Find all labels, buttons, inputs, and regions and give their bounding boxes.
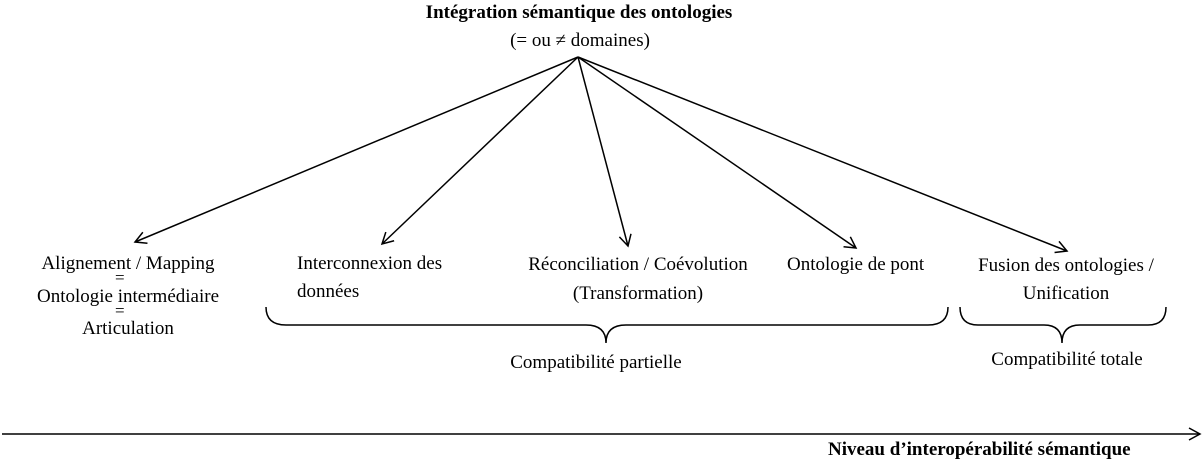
arrow-to-interconnexion — [380, 56, 579, 246]
group-label-partielle: Compatibilité partielle — [510, 352, 682, 373]
arrow-to-alignement — [133, 56, 579, 245]
node-reconciliation-line1: Réconciliation / Coévolution — [528, 254, 748, 275]
node-alignement-line1: Alignement / Mapping — [41, 253, 215, 274]
brace-totale — [959, 306, 1167, 344]
equals-sign-1: = — [115, 268, 125, 287]
node-reconciliation-line2: (Transformation) — [572, 283, 704, 304]
equals-sign-2: = — [115, 301, 125, 320]
arrow-to-fusion — [577, 56, 1069, 254]
node-fusion-line2: Unification — [1022, 283, 1110, 304]
root-subtitle: (= ou ≠ domaines) — [510, 30, 650, 51]
root-title: Intégration sémantique des ontologies — [425, 2, 733, 23]
node-interconnexion-line2: données — [297, 281, 360, 302]
node-ontologie-de-pont: Ontologie de pont — [787, 254, 925, 275]
group-label-totale: Compatibilité totale — [991, 349, 1143, 370]
arrow-to-reconciliation — [577, 56, 632, 248]
node-alignement-line3: Articulation — [82, 318, 174, 339]
node-alignement-line2: Ontologie intermédiaire — [36, 286, 220, 307]
axis-label: Niveau d’interopérabilité sémantique — [828, 439, 1131, 460]
node-interconnexion-line1: Interconnexion des — [297, 253, 443, 274]
arrow-to-pont — [577, 56, 858, 249]
brace-partielle — [265, 306, 949, 344]
node-fusion-line1: Fusion des ontologies / — [978, 255, 1154, 276]
